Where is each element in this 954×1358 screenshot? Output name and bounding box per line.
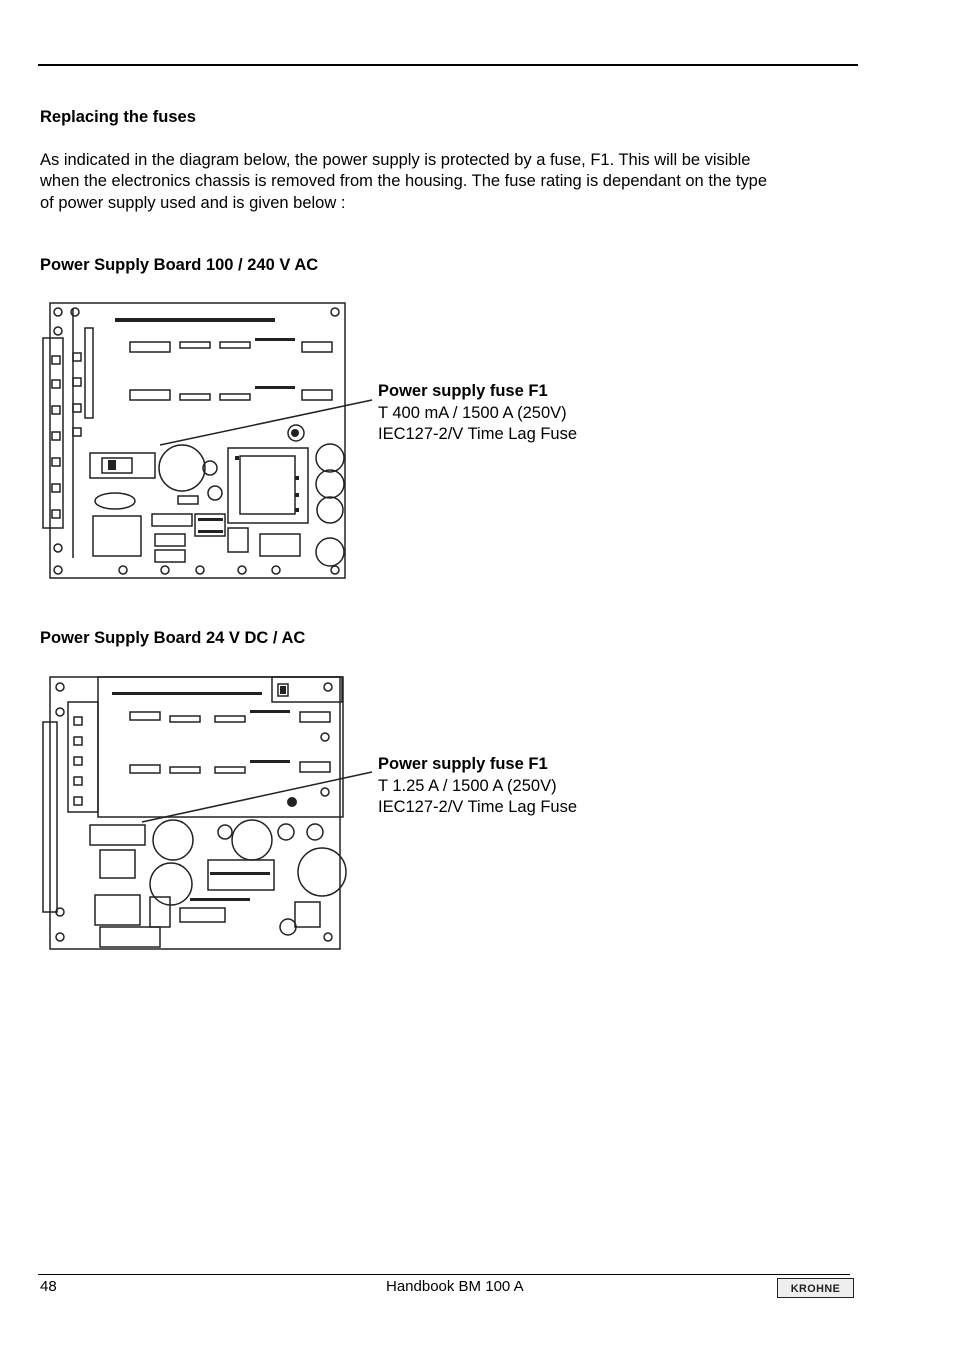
intro-paragraph: As indicated in the diagram below, the p… [40,150,870,214]
board-ac-callout: Power supply fuse F1 T 400 mA / 1500 A (… [378,381,577,446]
board-dc-title: Power Supply Board 24 V DC / AC [40,629,306,647]
callout-line: IEC127-2/V Time Lag Fuse [378,798,578,816]
intro-line: when the electronics chassis is removed … [40,172,768,191]
callout-line: T 400 mA / 1500 A (250V) [378,403,567,422]
header-rule [38,64,858,66]
logo-text: KROHNE [791,1283,840,1295]
callout-title: Power supply fuse F1 [378,755,548,773]
callout-line: IEC127-2/V Time Lag Fuse [378,425,578,443]
callout-title: Power supply fuse F1 [378,382,548,400]
board-dc-callout: Power supply fuse F1 T 1.25 A / 1500 A (… [378,754,577,819]
section-title: Replacing the fuses [40,108,196,126]
handbook-title: Handbook BM 100 A [386,1278,524,1295]
board-ac-title: Power Supply Board 100 / 240 V AC [40,256,319,274]
board-dc-diagram [42,676,347,950]
footer-rule [38,1274,850,1275]
page-number: 48 [40,1278,57,1295]
board-ac-diagram [42,302,346,579]
krohne-logo: KROHNE [777,1278,854,1298]
intro-line: As indicated in the diagram below, the p… [40,151,751,169]
callout-line: T 1.25 A / 1500 A (250V) [378,776,557,795]
intro-line: of power supply used and is given below … [40,193,346,212]
